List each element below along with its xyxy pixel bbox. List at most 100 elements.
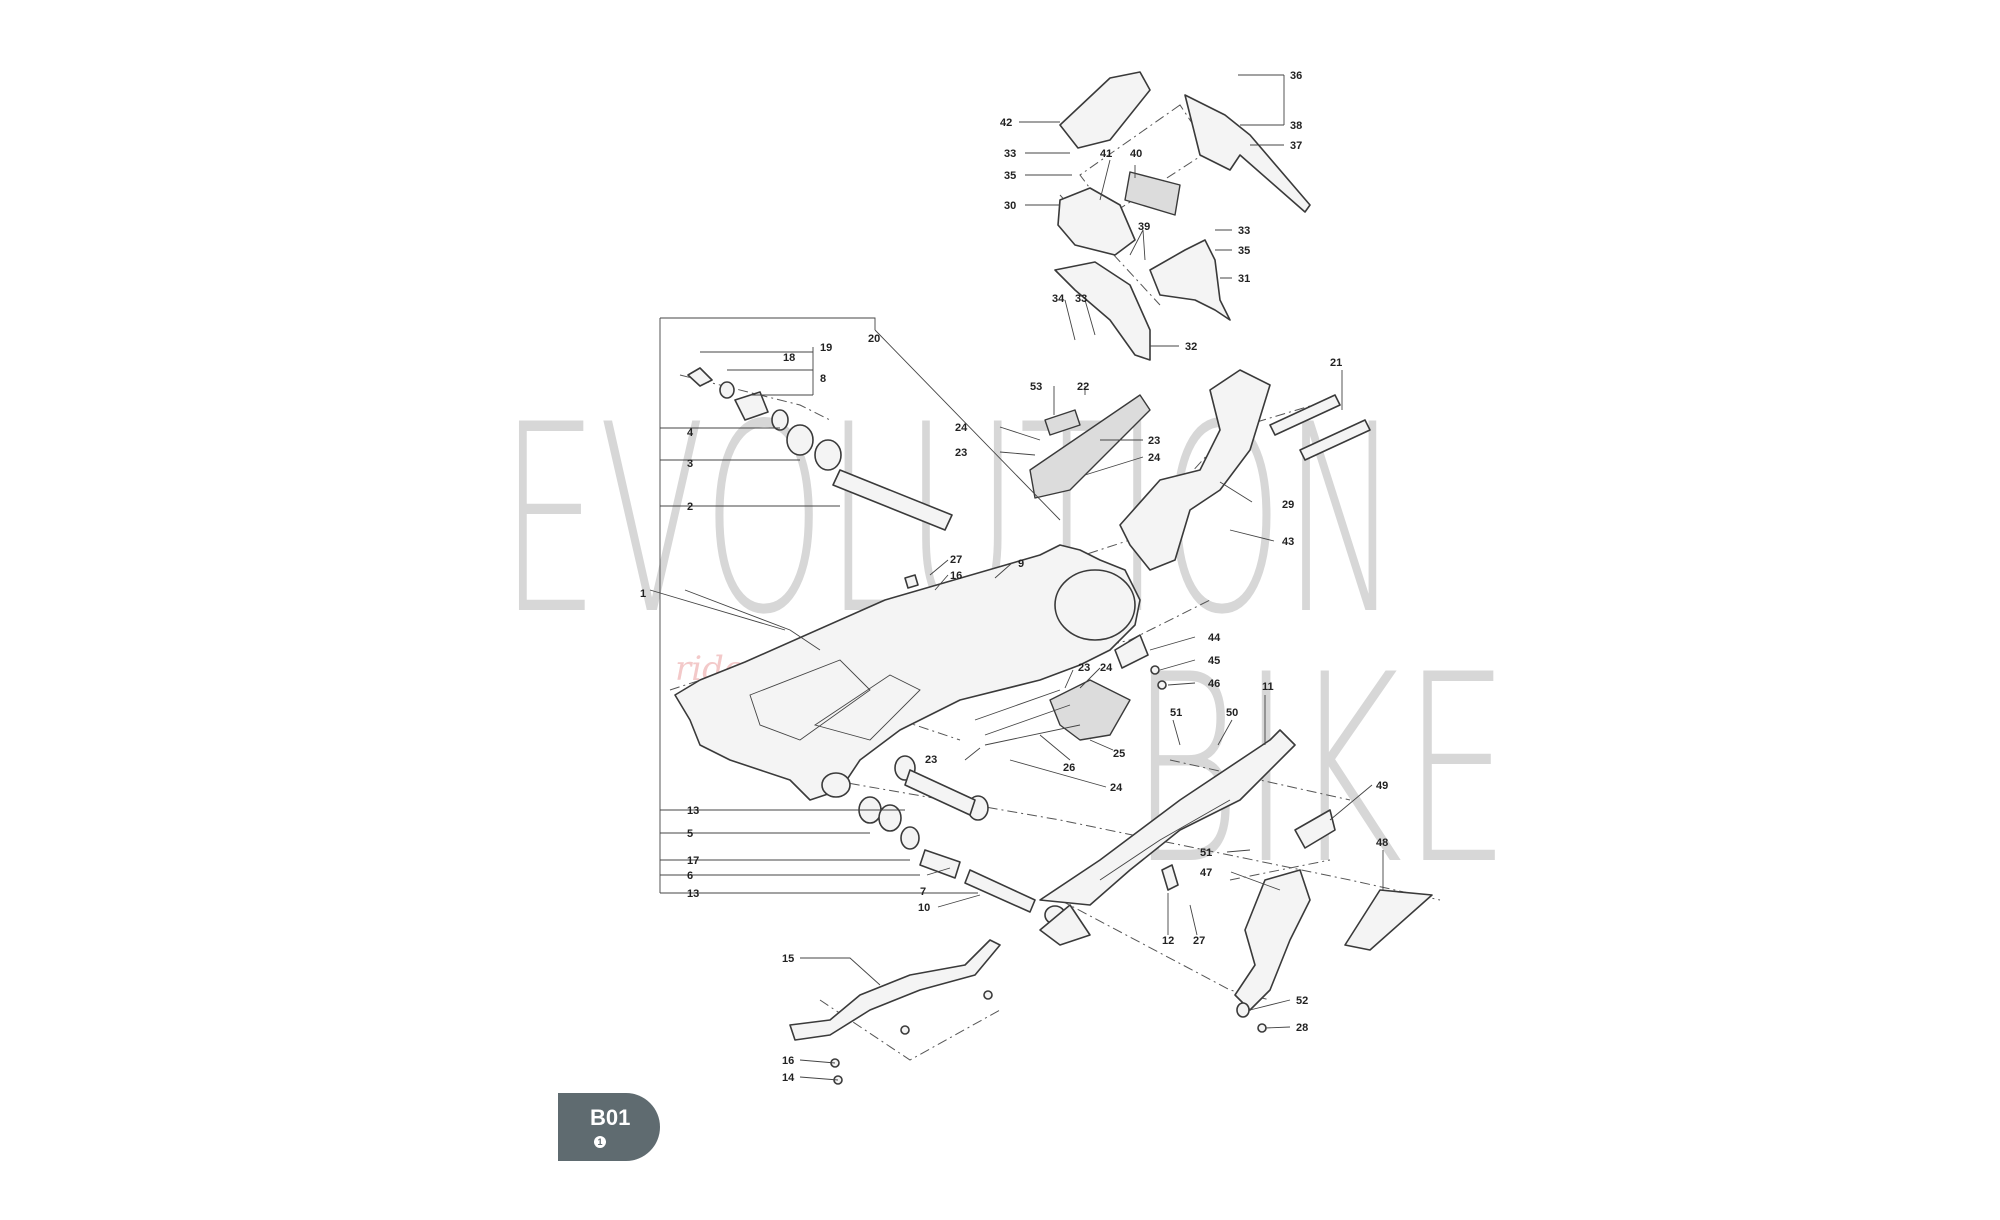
callout-9: 9 xyxy=(1018,558,1024,570)
part-17-ring xyxy=(900,826,920,850)
callout-49: 49 xyxy=(1376,780,1388,792)
part-30-housing xyxy=(1057,187,1136,256)
callout-24-a: 24 xyxy=(955,422,968,434)
callout-2: 2 xyxy=(687,501,693,513)
callout-52: 52 xyxy=(1296,995,1308,1007)
part-21-bolt-a xyxy=(1269,394,1341,436)
callout-44: 44 xyxy=(1208,632,1221,644)
callout-51-a: 51 xyxy=(1170,707,1182,719)
lower-screw-c xyxy=(983,990,993,1000)
callout-15: 15 xyxy=(782,953,794,965)
callout-22: 22 xyxy=(1077,381,1089,393)
callout-20: 20 xyxy=(868,333,880,345)
callout-10: 10 xyxy=(918,902,930,914)
part-19-bolt xyxy=(687,367,713,387)
part-21-bolt-b xyxy=(1299,419,1371,461)
callout-39: 39 xyxy=(1138,221,1150,233)
lower-screw-b xyxy=(900,1025,910,1035)
callout-23-a: 23 xyxy=(955,447,967,459)
callout-24-b: 24 xyxy=(1148,452,1161,464)
part-29-hanger xyxy=(1119,369,1271,571)
part-42-bracket xyxy=(1059,71,1151,149)
callout-50: 50 xyxy=(1226,707,1238,719)
watermark-line2: BIKE xyxy=(1130,620,1510,922)
callout-51-b: 51 xyxy=(1200,847,1212,859)
callout-42: 42 xyxy=(1000,117,1012,129)
callout-4: 4 xyxy=(687,427,694,439)
part-40-reflector xyxy=(1124,171,1181,216)
part-3-bearing-b xyxy=(814,439,842,471)
callout-16-b: 16 xyxy=(782,1055,794,1067)
callout-18: 18 xyxy=(783,352,795,364)
callout-40: 40 xyxy=(1130,148,1142,160)
part-25-slider xyxy=(1049,679,1131,741)
callout-23-c: 23 xyxy=(1078,662,1090,674)
callout-1: 1 xyxy=(640,588,646,600)
callout-38: 38 xyxy=(1290,120,1302,132)
callout-26: 26 xyxy=(1063,762,1075,774)
callout-31: 31 xyxy=(1238,273,1250,285)
callout-33-a: 33 xyxy=(1004,148,1016,160)
part-37-arm xyxy=(1184,94,1311,213)
callout-16-a: 16 xyxy=(950,570,962,582)
callout-labels: 36 38 37 42 33 41 40 35 30 39 33 35 31 3… xyxy=(640,70,1388,1084)
part-4-ring xyxy=(771,409,789,431)
part-28-screw xyxy=(1257,1023,1267,1033)
callout-33-b: 33 xyxy=(1238,225,1250,237)
callout-48: 48 xyxy=(1376,837,1388,849)
part-spacer xyxy=(904,769,976,816)
callout-27-a: 27 xyxy=(950,554,962,566)
part-52-washer xyxy=(1236,1002,1250,1018)
page-badge: B01 1 xyxy=(558,1093,660,1161)
callout-35-a: 35 xyxy=(1004,170,1016,182)
callout-46: 46 xyxy=(1208,678,1220,690)
part-26-strip xyxy=(974,689,1081,746)
callout-32: 32 xyxy=(1185,341,1197,353)
callout-29: 29 xyxy=(1282,499,1294,511)
part-27-screw xyxy=(904,574,919,589)
part-15-bracket xyxy=(789,939,1001,1041)
callout-53: 53 xyxy=(1030,381,1042,393)
part-10-axle xyxy=(964,869,1036,913)
callout-19: 19 xyxy=(820,342,832,354)
part-49-plate xyxy=(1294,809,1336,849)
chainguard-detail xyxy=(1099,799,1231,881)
badge-code: B01 xyxy=(590,1105,631,1130)
part-3-bearing-a xyxy=(786,424,814,456)
callout-34: 34 xyxy=(1052,293,1065,305)
callout-43: 43 xyxy=(1282,536,1294,548)
part-46-nut xyxy=(1157,680,1167,690)
callout-45: 45 xyxy=(1208,655,1220,667)
callout-47: 47 xyxy=(1200,867,1212,879)
callout-21: 21 xyxy=(1330,357,1342,369)
callout-24-c: 24 xyxy=(1100,662,1113,674)
callout-6: 6 xyxy=(687,870,693,882)
part-48-frame xyxy=(1344,889,1433,951)
swingarm-window-b xyxy=(813,674,921,741)
callout-13-b: 13 xyxy=(687,888,699,900)
swingarm-end xyxy=(821,772,851,798)
callout-23-b: 23 xyxy=(1148,435,1160,447)
part-12-clip xyxy=(1161,864,1179,891)
callout-5: 5 xyxy=(687,828,693,840)
callout-25: 25 xyxy=(1113,748,1125,760)
callout-3: 3 xyxy=(687,458,693,470)
part-47-cover xyxy=(1234,869,1311,1011)
callout-8: 8 xyxy=(820,373,826,385)
part-2-shaft xyxy=(832,469,953,531)
part-53-label xyxy=(1044,409,1081,436)
callout-27-b: 27 xyxy=(1193,935,1205,947)
callout-35-b: 35 xyxy=(1238,245,1250,257)
callout-41: 41 xyxy=(1100,148,1112,160)
callout-28: 28 xyxy=(1296,1022,1308,1034)
callout-14: 14 xyxy=(782,1072,795,1084)
part-7-spacer xyxy=(919,849,961,879)
swingarm-rear-fork xyxy=(1039,904,1091,946)
callout-17: 17 xyxy=(687,855,699,867)
callout-12: 12 xyxy=(1162,935,1174,947)
part-5-bearing-b xyxy=(878,804,902,832)
part-32-bracket xyxy=(1054,261,1151,361)
parts xyxy=(674,71,1433,1085)
callout-13-a: 13 xyxy=(687,805,699,817)
